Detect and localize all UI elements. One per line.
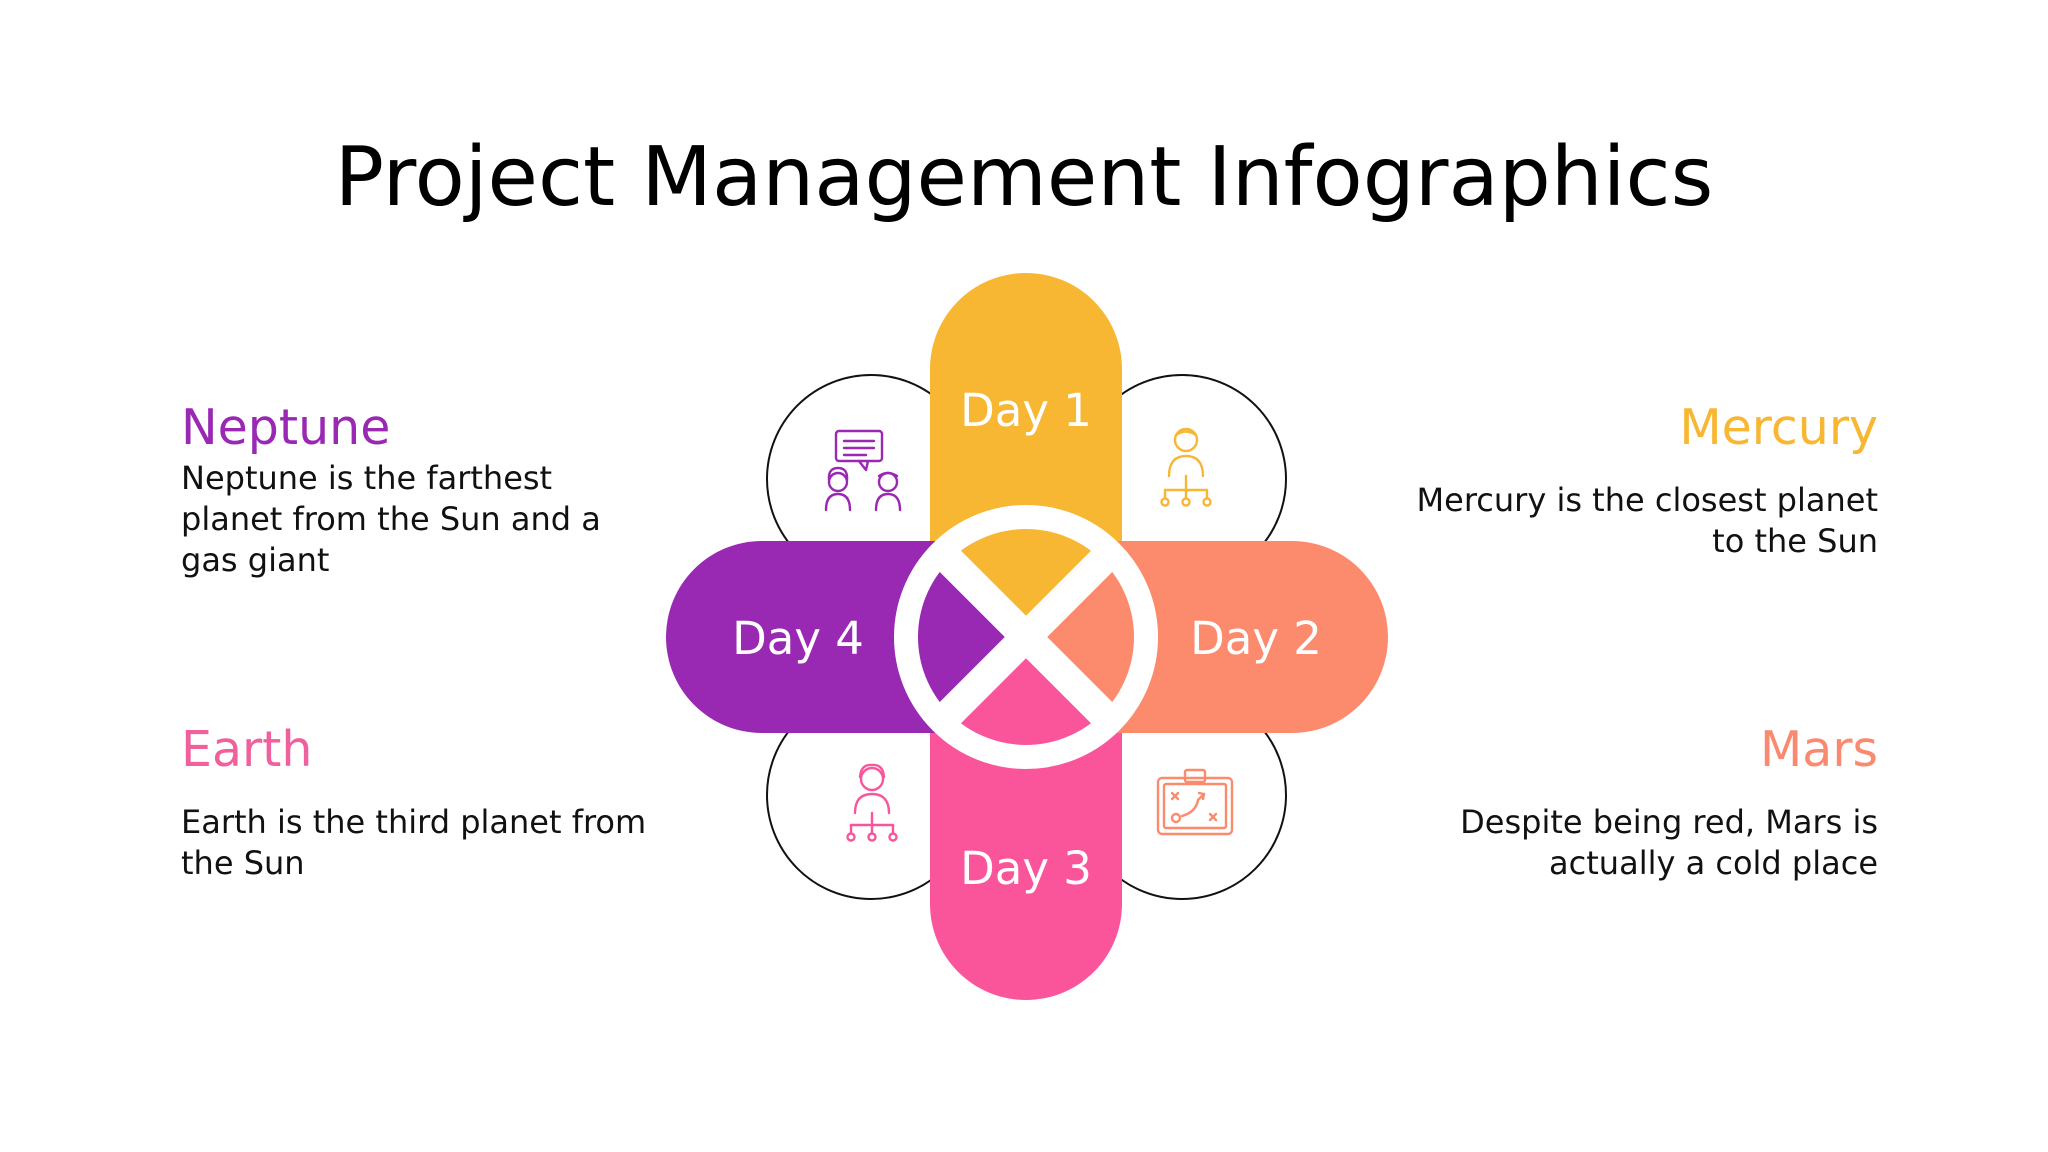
mercury-line-1: Mercury is the closest planet xyxy=(1416,481,1878,519)
day4-label: Day 4 xyxy=(732,612,864,665)
mercury-line-2: to the Sun xyxy=(1712,522,1878,560)
strategy-board-icon xyxy=(1156,768,1234,836)
center-x-stroke-2 xyxy=(926,537,1126,737)
neptune-heading: Neptune xyxy=(181,399,391,456)
day3-label: Day 3 xyxy=(960,842,1092,895)
mars-line-1: Despite being red, Mars is xyxy=(1460,803,1878,841)
earth-heading: Earth xyxy=(181,721,313,778)
day2-label: Day 2 xyxy=(1190,612,1322,665)
mars-description: Despite being red, Mars is actually a co… xyxy=(1378,802,1878,884)
mercury-description: Mercury is the closest planet to the Sun xyxy=(1378,480,1878,562)
team-chat-icon xyxy=(824,429,902,512)
mercury-heading: Mercury xyxy=(1679,399,1878,456)
center-ring xyxy=(894,505,1158,769)
earth-description: Earth is the third planet from the Sun xyxy=(181,802,701,884)
neptune-description: Neptune is the farthest planet from the … xyxy=(181,458,681,581)
female-hierarchy-icon xyxy=(846,763,898,842)
earth-line-1: Earth is the third planet from xyxy=(181,803,647,841)
neptune-line-2: planet from the Sun and a xyxy=(181,500,601,538)
neptune-line-1: Neptune is the farthest xyxy=(181,459,553,497)
mars-text-block: Mars Despite being red, Mars is actually… xyxy=(1378,720,1878,884)
mars-heading: Mars xyxy=(1760,721,1878,778)
mars-line-2: actually a cold place xyxy=(1549,844,1878,882)
mercury-text-block: Mercury Mercury is the closest planet to… xyxy=(1378,398,1878,562)
male-hierarchy-icon xyxy=(1160,427,1212,507)
earth-line-2: the Sun xyxy=(181,844,305,882)
day1-label: Day 1 xyxy=(960,384,1092,437)
earth-text-block: Earth Earth is the third planet from the… xyxy=(181,720,701,884)
neptune-line-3: gas giant xyxy=(181,541,330,579)
neptune-text-block: Neptune Neptune is the farthest planet f… xyxy=(181,398,681,581)
page-title: Project Management Infographics xyxy=(334,130,1714,225)
